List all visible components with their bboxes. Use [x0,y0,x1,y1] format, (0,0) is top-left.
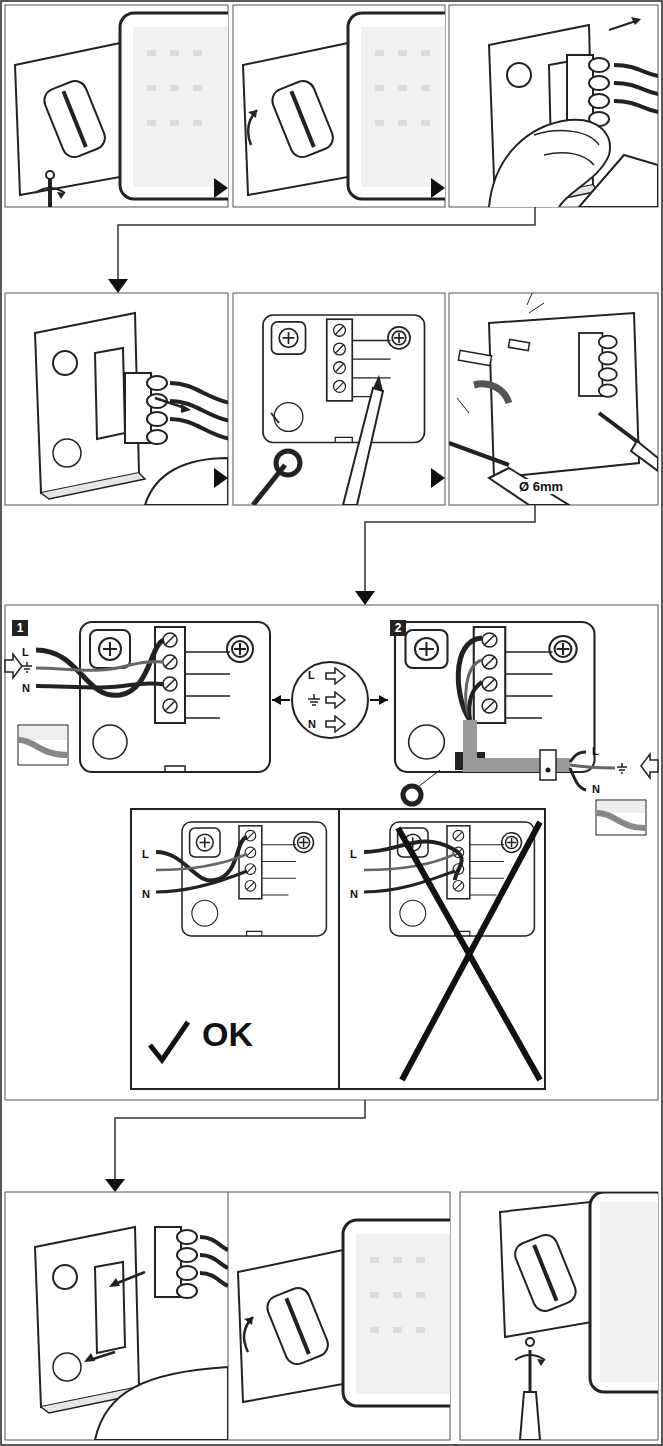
wire-label: N [350,888,358,901]
wire-order-circle: LN [290,660,370,740]
dimension-label: Ø 6mm [518,479,564,494]
wire-label: N [142,888,150,901]
correct-example-box: L N OK [130,808,340,1090]
circle-outline [290,660,370,740]
connector-arrow [370,695,388,705]
wire-label: L [350,848,357,861]
step-number: 2 [390,620,406,636]
wire-label: L [142,848,149,861]
wire-label: L [22,646,29,659]
wiring-panel: 1L N [10,615,272,795]
connector-arrow [272,695,290,705]
wiring-panel: 2L N [388,615,653,802]
ok-mark: OK [202,1015,253,1053]
wrong-example-box: LN [338,808,546,1090]
wire-label: L [308,669,315,682]
wire-label: N [22,682,30,695]
wire-label: N [308,718,316,731]
wire-label: N [592,783,600,796]
step-number: 1 [12,620,28,636]
wire-label: L [592,745,599,758]
